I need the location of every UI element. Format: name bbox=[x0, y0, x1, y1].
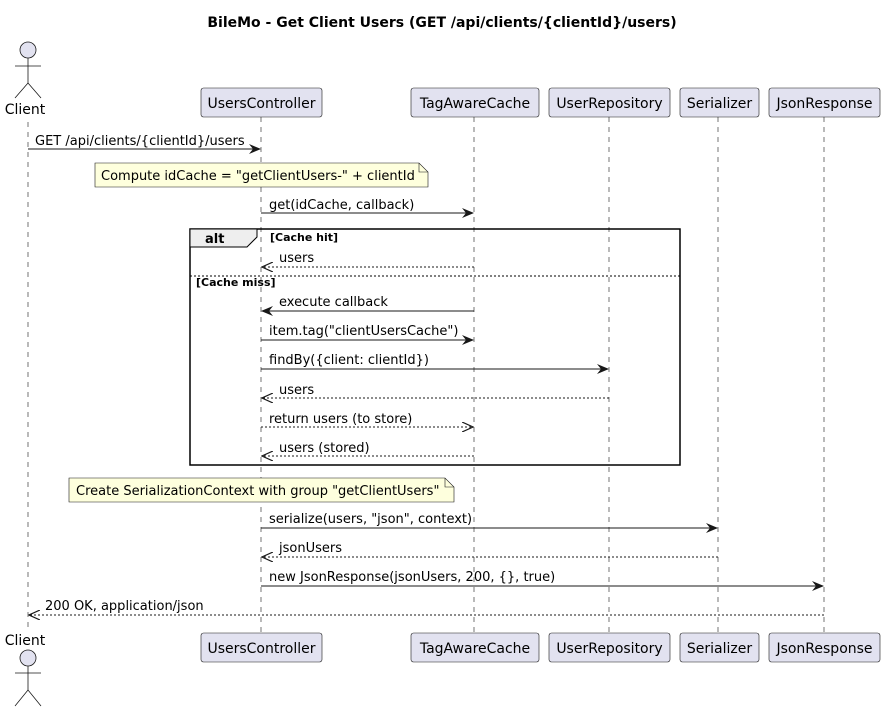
message-label: users (stored) bbox=[279, 441, 370, 456]
message-label: 200 OK, application/json bbox=[45, 599, 204, 614]
participant-label: Serializer bbox=[687, 96, 752, 112]
participant-label: JsonResponse bbox=[775, 96, 872, 112]
fragment-keyword: alt bbox=[205, 232, 224, 247]
participant-label: UserRepository bbox=[556, 96, 662, 112]
message-label: get(idCache, callback) bbox=[269, 198, 414, 213]
actor-label: Client bbox=[5, 102, 46, 118]
participant-repository-bottom: UserRepository bbox=[548, 632, 671, 663]
participant-serializer-bottom: Serializer bbox=[679, 632, 760, 663]
participant-json-response-bottom: JsonResponse bbox=[768, 632, 881, 663]
fragment-guard-miss: [Cache miss] bbox=[196, 276, 276, 289]
message-label: return users (to store) bbox=[269, 412, 412, 427]
participant-label: TagAwareCache bbox=[419, 641, 530, 657]
participant-label: Serializer bbox=[687, 641, 752, 657]
message-label: findBy({client: clientId}) bbox=[269, 353, 429, 368]
participant-label: UserRepository bbox=[556, 641, 662, 657]
note-compute-cache-id: Compute idCache = "getClientUsers-" + cl… bbox=[94, 162, 429, 188]
actor-client-top: Client bbox=[5, 41, 46, 118]
participant-label: JsonResponse bbox=[775, 641, 872, 657]
message-label: new JsonResponse(jsonUsers, 200, {}, tru… bbox=[269, 570, 555, 585]
actor-head-icon bbox=[19, 649, 37, 667]
participant-label: UsersController bbox=[207, 641, 315, 657]
participant-users-controller-top: UsersController bbox=[200, 87, 323, 118]
message-label: serialize(users, "json", context) bbox=[269, 512, 472, 527]
message-label: users bbox=[279, 383, 314, 398]
participant-cache-bottom: TagAwareCache bbox=[410, 632, 540, 663]
message-label: GET /api/clients/{clientId}/users bbox=[35, 134, 245, 149]
message-label: jsonUsers bbox=[278, 541, 342, 556]
note-text: Compute idCache = "getClientUsers-" + cl… bbox=[101, 169, 415, 184]
participant-label: UsersController bbox=[207, 96, 315, 112]
participant-serializer-top: Serializer bbox=[679, 87, 760, 118]
message-label: item.tag("clientUsersCache") bbox=[269, 324, 458, 339]
message-label: users bbox=[279, 251, 314, 266]
participant-users-controller-bottom: UsersController bbox=[200, 632, 323, 663]
alt-fragment: alt [Cache hit] [Cache miss] bbox=[189, 228, 681, 466]
actor-client-bottom: Client bbox=[5, 633, 46, 707]
participant-repository-top: UserRepository bbox=[548, 87, 671, 118]
participant-json-response-top: JsonResponse bbox=[768, 87, 881, 118]
diagram-title: BileMo - Get Client Users (GET /api/clie… bbox=[207, 15, 676, 31]
note-text: Create SerializationContext with group "… bbox=[76, 484, 439, 499]
message-label: execute callback bbox=[279, 295, 388, 310]
participant-cache-top: TagAwareCache bbox=[410, 87, 540, 118]
actor-head-icon bbox=[19, 41, 37, 59]
participant-label: TagAwareCache bbox=[419, 96, 530, 112]
fragment-guard-hit: [Cache hit] bbox=[270, 231, 338, 244]
note-serialization-context: Create SerializationContext with group "… bbox=[68, 477, 455, 503]
actor-label: Client bbox=[5, 633, 46, 649]
